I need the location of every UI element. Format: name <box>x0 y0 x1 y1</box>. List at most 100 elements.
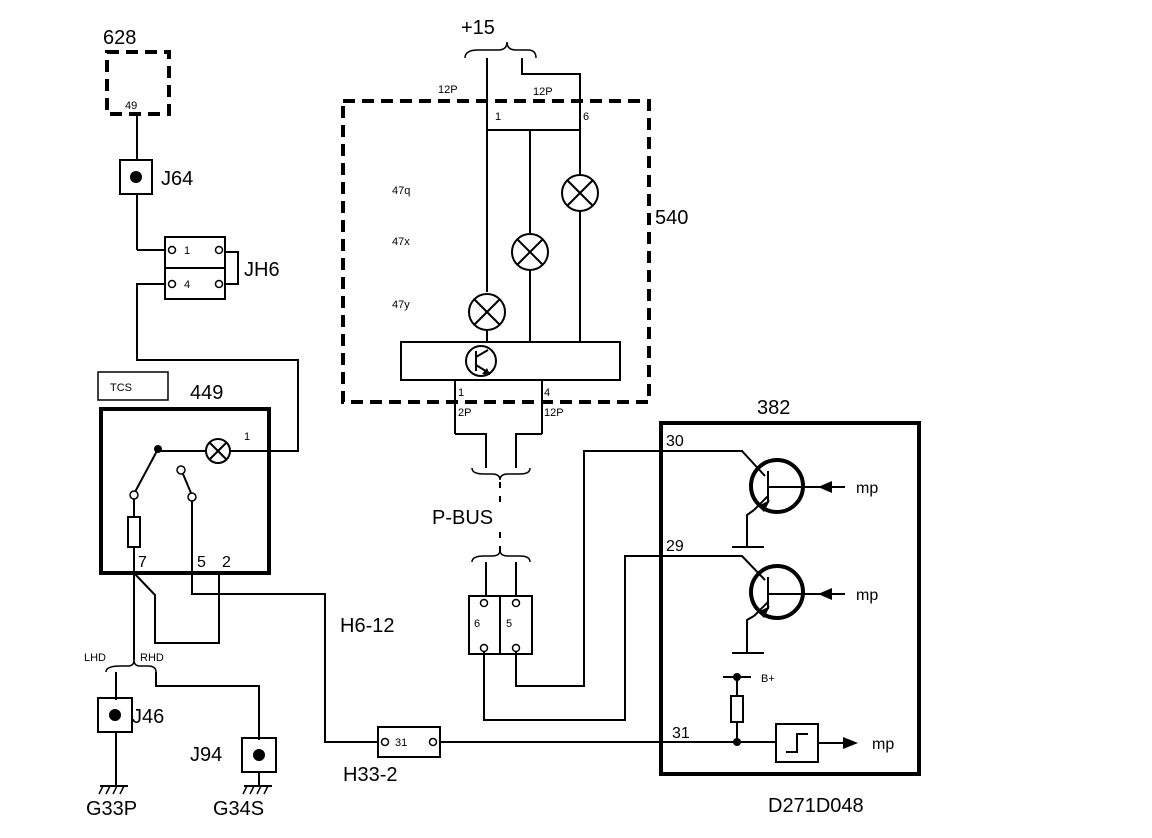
pin-540-b1: 1 <box>458 387 464 399</box>
arrow-382-b-mp <box>818 588 832 600</box>
wire-382-30-collector <box>660 450 766 477</box>
component-628-box <box>105 50 171 116</box>
pin-382-29: 29 <box>666 538 684 555</box>
jh6-pin-1-right <box>214 245 224 255</box>
ground-g34s-hatch-d <box>263 785 269 795</box>
label-47q: 47q <box>392 185 410 197</box>
resistor-382-icon <box>730 695 744 723</box>
wire-449-5-h33 <box>191 573 378 743</box>
p-bus-brace-top <box>471 467 531 481</box>
h33-2-pin-left <box>380 737 390 747</box>
pin-540-6: 6 <box>583 111 589 123</box>
component-540: 540 1 6 47q 47x 47y 1 4 <box>341 58 688 434</box>
ground-g34s: G34S <box>213 785 272 820</box>
ground-g33p-hatch-c <box>112 785 118 795</box>
arrow-schmitt-mp <box>843 737 858 749</box>
resistor-449-icon <box>127 516 141 548</box>
lamp-47y-cross-b <box>473 298 501 326</box>
connector-h33-2: 31 H33-2 <box>343 726 441 786</box>
wire-382-a-ground <box>746 509 755 547</box>
ground-g33p: G33P <box>86 785 137 820</box>
supply-brace <box>464 41 537 59</box>
drawing-id: D271D048 <box>768 795 864 817</box>
label-j94: J94 <box>190 744 222 766</box>
conn-12p-lower: 12P <box>544 407 564 419</box>
component-628: 628 49 <box>103 27 171 116</box>
label-plus15: +15 <box>461 17 495 39</box>
pin-449-5: 5 <box>197 554 206 571</box>
pin-449-2: 2 <box>222 554 231 571</box>
transistor-382-a-arrow <box>758 500 770 512</box>
wire-449-7-loop <box>133 572 220 644</box>
connector-jh6: 1 4 JH6 <box>164 236 280 300</box>
jh6-pin-1-left <box>167 245 177 255</box>
component-449-box <box>99 407 271 575</box>
label-mp-a: mp <box>856 480 878 497</box>
jh6-pin-4-right <box>214 279 224 289</box>
ground-g33p-hatch-b <box>105 785 111 795</box>
label-628: 628 <box>103 27 136 49</box>
connector-pbus-6-5: 6 5 <box>468 595 533 655</box>
transistor-540-arrow <box>482 368 490 375</box>
lamp-449-cross-b <box>208 441 228 461</box>
component-540-box <box>341 99 651 404</box>
label-h6-12: H6-12 <box>340 615 394 637</box>
label-rhd: RHD <box>140 652 164 664</box>
j94-terminal <box>253 749 265 761</box>
label-j46: J46 <box>132 706 164 728</box>
label-h33-2: H33-2 <box>343 764 397 786</box>
j64-terminal <box>130 171 142 183</box>
wire-pbus5-382-30 <box>515 450 660 687</box>
label-540: 540 <box>655 207 688 229</box>
label-lhd: LHD <box>84 652 106 664</box>
switch-449-contact-b <box>176 465 186 475</box>
schmitt-trigger-icon <box>786 733 808 753</box>
conn-12p-a: 12P <box>438 84 458 96</box>
driver-block-540 <box>400 341 621 381</box>
label-47y: 47y <box>392 299 410 311</box>
wire-jh6-449 <box>136 283 299 452</box>
pbus-pin-5-bottom <box>511 643 521 653</box>
pin-628-49: 49 <box>125 100 137 112</box>
pbus-pin-5-top <box>511 598 521 608</box>
pin-382-31: 31 <box>672 725 690 742</box>
pin-382-30: 30 <box>666 433 684 450</box>
ground-g33p-hatch-d <box>119 785 125 795</box>
connector-j94 <box>241 737 277 785</box>
connector-j46: J46 <box>97 697 164 785</box>
conn-12p-b: 12P <box>533 86 553 98</box>
switch-449-contact-c <box>187 492 197 502</box>
ground-g33p-hatch-a <box>98 785 104 795</box>
connector-j64: J64 <box>119 159 193 195</box>
wire-pbus6-382-29 <box>483 555 660 721</box>
h33-2-pin-31: 31 <box>395 737 407 749</box>
component-382-box <box>659 421 921 776</box>
pbus-pin-6-top <box>479 598 489 608</box>
p-bus-brace-bottom <box>471 549 531 563</box>
transistor-540-icon <box>465 345 497 377</box>
transistor-540-collector <box>475 349 489 358</box>
label-bplus: B+ <box>761 673 775 685</box>
label-j64: J64 <box>161 168 193 190</box>
label-382: 382 <box>757 397 790 419</box>
ground-g34s-hatch-c <box>256 785 262 795</box>
lamp-47q-cross-b <box>566 179 594 207</box>
label-449: 449 <box>190 382 223 404</box>
pbus-pin-6-label: 6 <box>474 618 480 630</box>
pin-449-7: 7 <box>138 554 147 571</box>
jh6-bridge <box>225 251 239 285</box>
conn-2p: 2P <box>458 407 471 419</box>
ground-g34s-hatch-a <box>242 785 248 795</box>
transistor-382-a-emitter <box>753 495 769 511</box>
jh6-pin-4-left <box>167 279 177 289</box>
label-p-bus: P-BUS <box>432 507 493 529</box>
pbus-pin-6-bottom <box>479 643 489 653</box>
p-bus-wire-right <box>515 433 542 468</box>
transistor-382-b-icon <box>749 564 805 620</box>
jh6-pin-4-label: 4 <box>184 279 190 291</box>
label-mp-c: mp <box>872 736 894 753</box>
ground-g34s-hatch-b <box>249 785 255 795</box>
tcs-box <box>97 371 169 401</box>
j46-terminal <box>109 709 121 721</box>
